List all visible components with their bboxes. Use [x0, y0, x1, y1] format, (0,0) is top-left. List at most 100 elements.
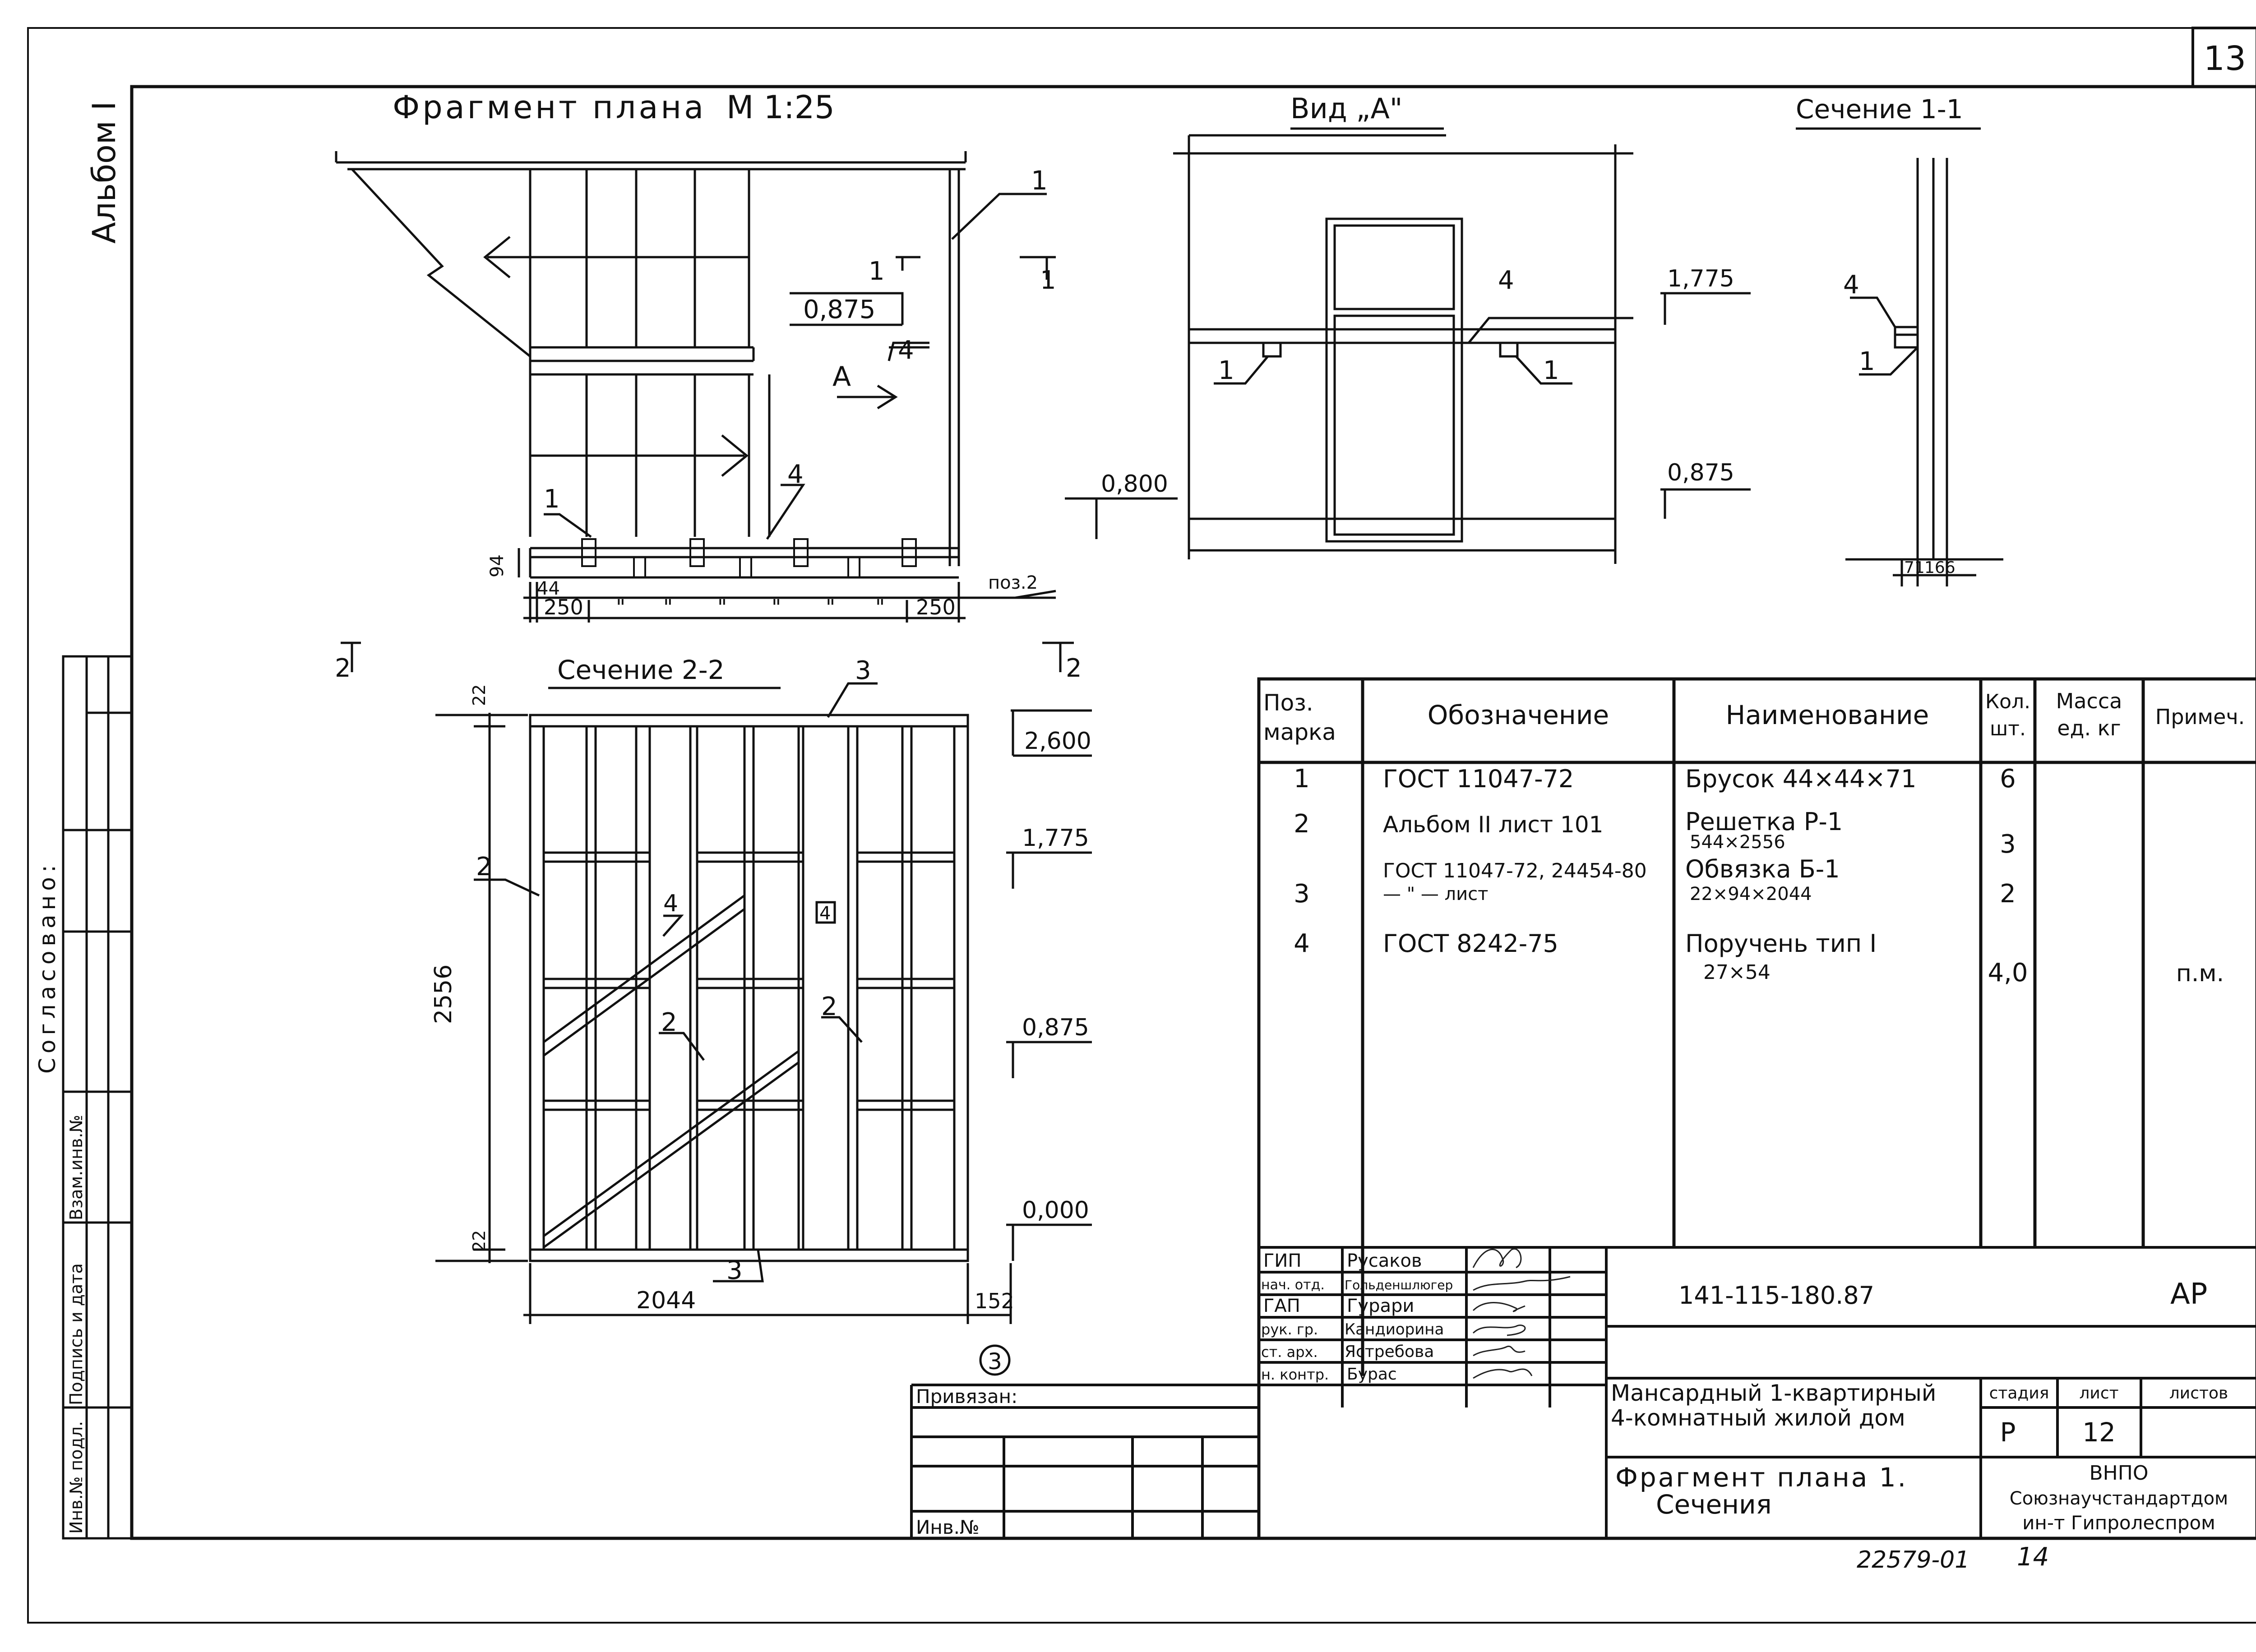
section22-dim-22b: 22	[469, 1230, 489, 1252]
section22-circle-3: 3	[988, 1348, 1002, 1375]
spec-header-mass1: Масса	[2056, 689, 2122, 713]
plan-cut-1: 1	[869, 257, 885, 286]
stamp-person: ст. арх. Ястребова	[1261, 1343, 1434, 1361]
stamp-name: Ястребова	[1345, 1343, 1434, 1361]
stamp-name: Бурас	[1347, 1365, 1397, 1384]
inv-podl-label: Инв.№ подл.	[66, 1421, 86, 1534]
footer-page: 14	[2017, 1542, 2049, 1572]
spec-header-qty2: шт.	[1990, 717, 2026, 740]
stamp-sheet-label: лист	[2079, 1384, 2118, 1403]
podpis-label: Подпись и дата	[66, 1263, 86, 1405]
plan-label-1: 1	[1031, 165, 1048, 196]
stamp-sheets-label: листов	[2169, 1384, 2228, 1403]
spec-row-4-desig: ГОСТ 8242-75	[1383, 929, 1558, 958]
title-block	[910, 1246, 2256, 1538]
stamp-code: 141-115-180.87	[1678, 1281, 1874, 1310]
stamp-stage-label: стадия	[1989, 1384, 2049, 1403]
vzam-label: Взам.инв.№	[66, 1115, 86, 1220]
stamp-person: ГАП Гурари	[1263, 1296, 1414, 1316]
section11-label-4: 4	[1843, 270, 1859, 300]
plan-view-a: А	[832, 361, 851, 392]
stamp-sheet: 12	[2082, 1417, 2116, 1448]
footer-number: 22579-01	[1857, 1546, 1969, 1574]
privyazan-label: Привязан:	[916, 1385, 1017, 1407]
spec-row-3-desig: ГОСТ 11047-72, 24454-80	[1383, 859, 1647, 882]
spec-row-3-qty: 2	[2000, 879, 2016, 909]
inv-label: Инв.№	[916, 1516, 980, 1538]
album-label: Альбом I	[86, 101, 123, 244]
stamp-role: ГАП	[1263, 1296, 1300, 1316]
spec-row-2-qty: 3	[2000, 830, 2016, 859]
section-1-1	[1845, 158, 2003, 586]
stamp-person: рук. гр. Кандиорина	[1261, 1320, 1444, 1338]
spec-header-name: Наименование	[1726, 700, 1929, 730]
section22-label-4b: 4	[819, 903, 831, 924]
stamp-section: АР	[2170, 1278, 2207, 1311]
section22-cut-right: 2	[1066, 654, 1082, 683]
section-2-2	[435, 682, 1092, 1376]
stamp-role: нач. отд.	[1261, 1277, 1325, 1293]
plan-ditto-3: "	[717, 595, 727, 619]
plan-dim-250a: 250	[544, 595, 583, 619]
section22-label-2c: 2	[821, 992, 837, 1021]
plan-dim-250b: 250	[916, 595, 956, 619]
spec-row-2-desig: Альбом II лист 101	[1383, 812, 1603, 838]
stamp-org3: ин-т Гипролеспром	[2022, 1512, 2215, 1534]
plan-cut-1b: 1	[1040, 266, 1056, 295]
view-a-level-0800: 0,800	[1101, 471, 1168, 498]
stamp-project-line2: 4-комнатный жилой дом	[1611, 1405, 1905, 1431]
spec-header-pos1: Поз.	[1263, 690, 1313, 716]
spec-row-2-name: Решетка Р-1	[1685, 808, 1843, 836]
spec-row-1-name: Брусок 44×44×71	[1685, 765, 1916, 793]
spec-row: ГОСТ 11047-72, 24454-80 — " — лист Обвяз…	[1294, 855, 2016, 909]
view-a-title: Вид „А"	[1290, 92, 1402, 125]
spec-row-1-qty: 6	[2000, 764, 2016, 794]
plan-label-4: 4	[898, 336, 914, 365]
stamp-role: н. контр.	[1261, 1366, 1329, 1383]
section22-label-2b: 2	[661, 1008, 677, 1037]
plan-label-1b: 1	[544, 485, 560, 514]
spec-header-desig: Обозначение	[1428, 700, 1609, 730]
plan-label-4b: 4	[787, 460, 804, 489]
spec-row-1-pos: 1	[1294, 764, 1310, 794]
section22-level-1775: 1,775	[1022, 825, 1089, 852]
spec-row: 4 ГОСТ 8242-75 Поручень тип I 27×54 4,0 …	[1294, 929, 2224, 988]
plan-scale: М 1:25	[726, 89, 835, 126]
section22-dim-width: 2044	[636, 1287, 696, 1314]
spec-row-1-desig: ГОСТ 11047-72	[1383, 765, 1574, 793]
section22-title: Сечение 2-2	[557, 655, 725, 685]
section11-dim-71: 71	[1904, 558, 1925, 577]
plan-fragment	[335, 151, 1074, 672]
spec-row-2-name2: 544×2556	[1690, 832, 1785, 853]
soglasovano-label: Согласовано:	[34, 860, 60, 1074]
spec-row-3-name: Обвязка Б-1	[1685, 855, 1840, 883]
spec-row-3-name2: 22×94×2044	[1690, 884, 1812, 904]
spec-row-3-desig2: — " — лист	[1383, 884, 1488, 904]
section22-cut-left: 2	[335, 654, 351, 683]
plan-ditto-5: "	[826, 595, 835, 619]
section11-title: Сечение 1-1	[1796, 94, 1963, 125]
plan-ditto-1: "	[616, 595, 625, 619]
stamp-org1: ВНПО	[2090, 1462, 2149, 1485]
section22-level-0000: 0,000	[1022, 1197, 1089, 1224]
spec-table	[1257, 677, 2256, 1540]
section22-level-2600: 2,600	[1024, 728, 1091, 755]
stamp-role: ГИП	[1263, 1251, 1301, 1271]
stamp-sheet-title2: Сечения	[1656, 1489, 1772, 1520]
stamp-sheet-title1: Фрагмент плана 1.	[1615, 1462, 1908, 1493]
stamp-name: Кандиорина	[1345, 1320, 1444, 1338]
stamp-org2: Союзнаучстандартдом	[2010, 1488, 2228, 1509]
view-a-label-4: 4	[1498, 266, 1514, 295]
section22-label-2a: 2	[476, 852, 492, 881]
stamp-person: ГИП Русаков	[1263, 1251, 1422, 1271]
section22-dim-22a: 22	[469, 684, 489, 706]
section22-label-4a: 4	[663, 890, 678, 917]
plan-ditto-4: "	[772, 595, 781, 619]
stamp-person: нач. отд. Гольденшлюгер	[1261, 1277, 1453, 1293]
view-a-label-1b: 1	[1543, 356, 1559, 385]
stamp-role: ст. арх.	[1261, 1343, 1318, 1361]
spec-row-4-note: п.м.	[2176, 960, 2224, 987]
plan-ditto-2: "	[663, 595, 673, 619]
spec-row-4-qty: 4,0	[1988, 958, 2028, 988]
